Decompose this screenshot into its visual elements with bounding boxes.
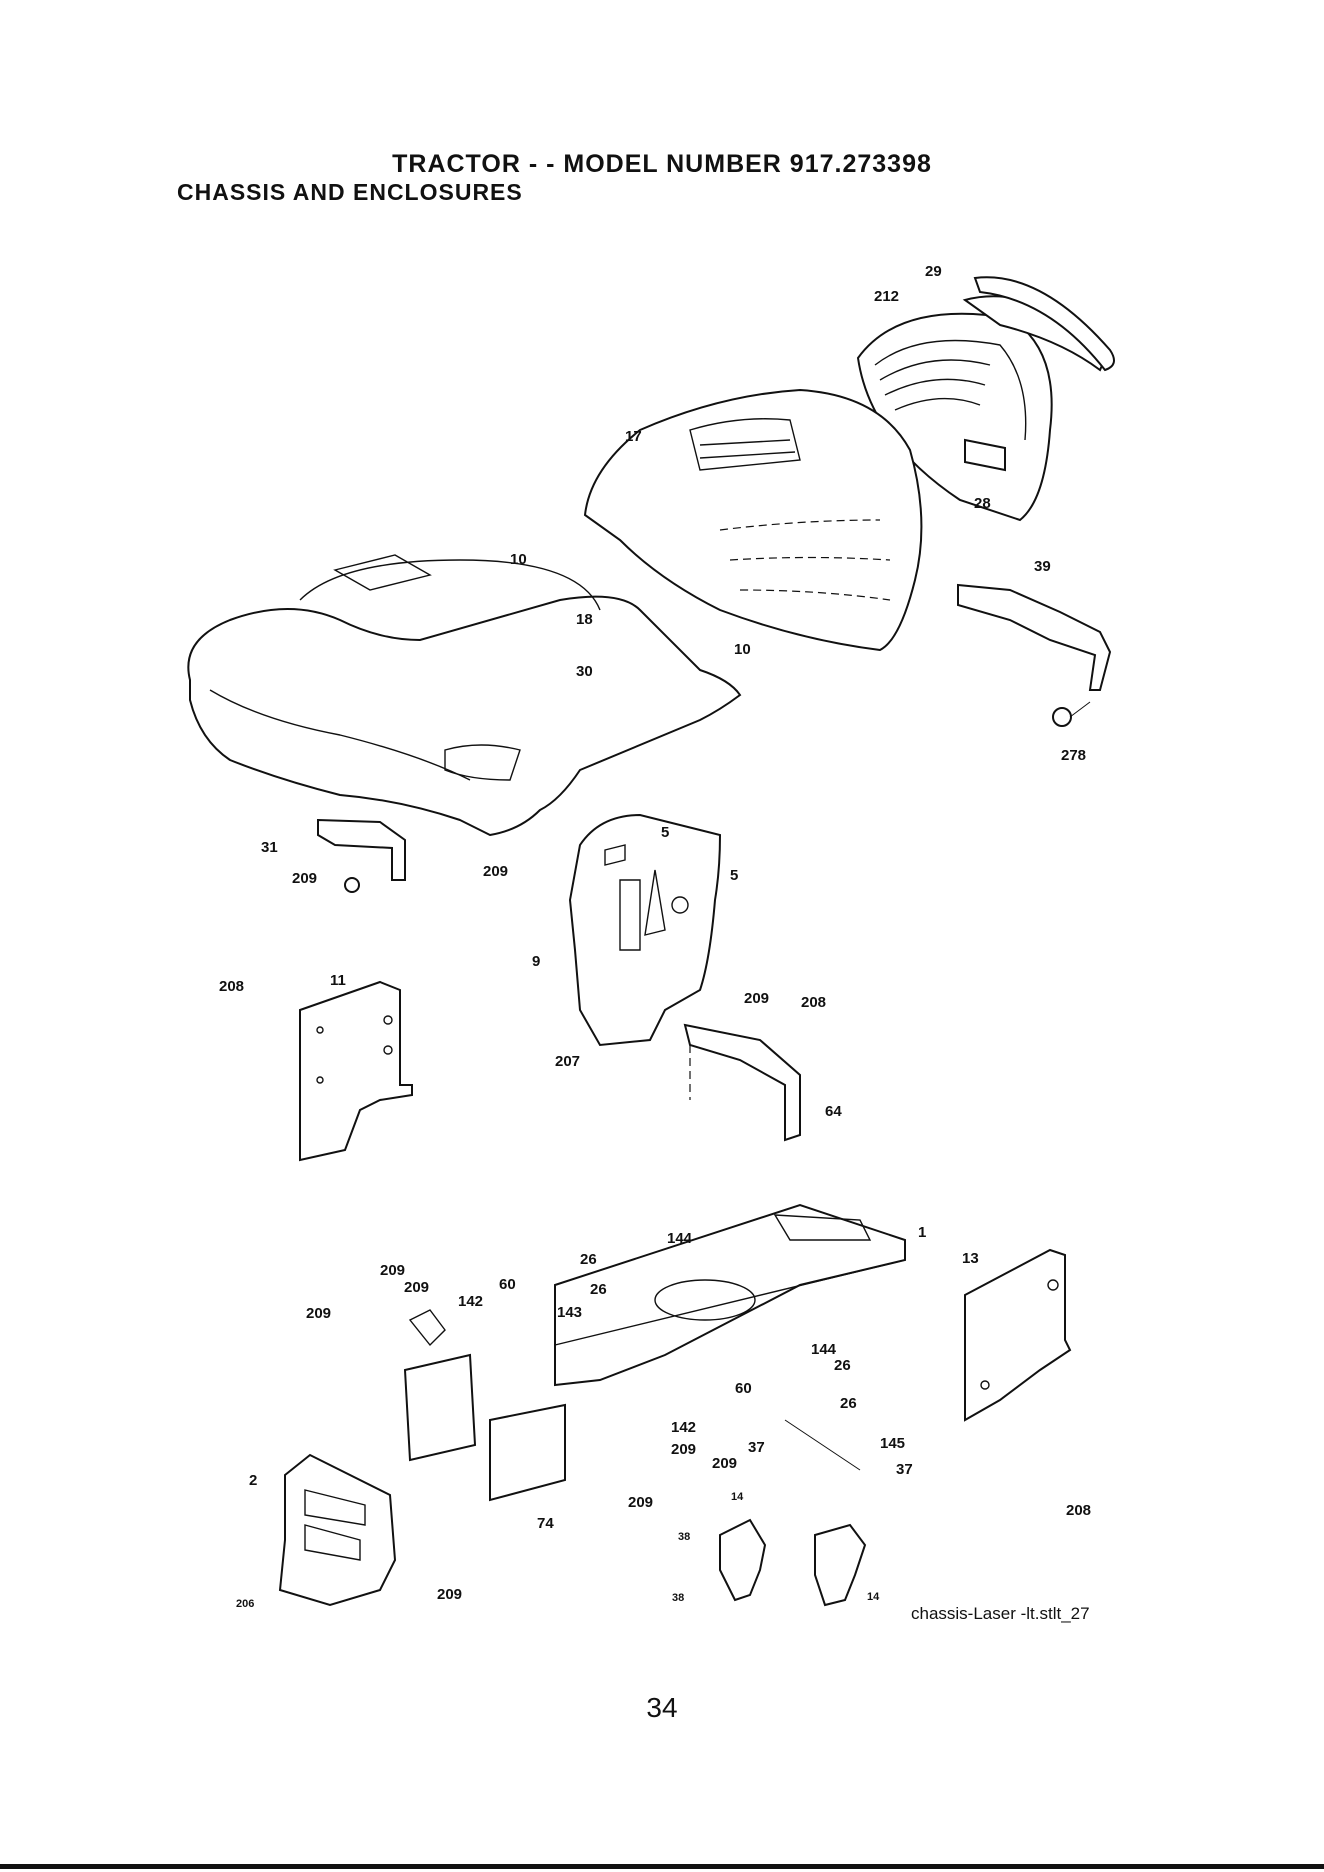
callout-18: 18 <box>576 611 593 628</box>
callout-209: 209 <box>483 863 508 880</box>
callout-31: 31 <box>261 839 278 856</box>
callout-17: 17 <box>625 428 642 445</box>
callout-144: 144 <box>811 1341 837 1358</box>
callout-209: 209 <box>292 870 317 887</box>
callout-9: 9 <box>532 953 540 970</box>
dash-bracket <box>958 585 1110 726</box>
callout-39: 39 <box>1034 558 1051 575</box>
callout-14: 14 <box>867 1591 880 1603</box>
callout-14: 14 <box>731 1491 744 1503</box>
callout-38: 38 <box>678 1531 690 1543</box>
left-side-panel <box>300 982 412 1160</box>
callout-10: 10 <box>510 551 527 568</box>
callout-209: 209 <box>671 1441 696 1458</box>
callout-2: 2 <box>249 1472 257 1489</box>
callout-209: 209 <box>380 1262 405 1279</box>
callout-29: 29 <box>925 263 942 280</box>
callout-38: 38 <box>672 1592 684 1604</box>
callout-209: 209 <box>628 1494 653 1511</box>
bottom-rule <box>0 1864 1324 1869</box>
callout-60: 60 <box>499 1276 516 1293</box>
callout-11: 11 <box>330 972 346 989</box>
seat-bracket <box>318 820 405 892</box>
fender-body <box>188 555 740 835</box>
frame-side-plates <box>405 1310 565 1500</box>
callout-26: 26 <box>580 1251 597 1268</box>
front-bracket <box>280 1455 395 1605</box>
callout-208: 208 <box>801 994 826 1011</box>
callout-206: 206 <box>236 1598 254 1610</box>
callout-28: 28 <box>974 495 991 512</box>
callout-209: 209 <box>712 1455 737 1472</box>
callout-208: 208 <box>1066 1502 1091 1519</box>
right-side-panel <box>965 1250 1070 1420</box>
pedal-brackets <box>720 1520 865 1605</box>
callout-278: 278 <box>1061 747 1086 764</box>
callout-145: 145 <box>880 1435 905 1452</box>
callout-208: 208 <box>219 978 244 995</box>
callout-209: 209 <box>306 1305 331 1322</box>
callout-64: 64 <box>825 1103 842 1120</box>
callout-209: 209 <box>437 1586 462 1603</box>
callout-5: 5 <box>730 867 738 884</box>
callout-207: 207 <box>555 1053 580 1070</box>
callout-10: 10 <box>734 641 751 658</box>
callout-142: 142 <box>671 1419 696 1436</box>
callout-209: 209 <box>404 1279 429 1296</box>
callout-1: 1 <box>918 1224 926 1241</box>
callout-26: 26 <box>590 1281 607 1298</box>
callout-37: 37 <box>896 1461 913 1478</box>
floor-plate <box>685 1025 800 1140</box>
callout-5: 5 <box>661 824 669 841</box>
callout-212: 212 <box>874 288 899 305</box>
drawing-id: chassis-Laser -lt.stlt_27 <box>911 1604 1090 1624</box>
callout-26: 26 <box>840 1395 857 1412</box>
dash-panel <box>570 815 720 1045</box>
main-frame <box>555 1205 905 1385</box>
callout-144: 144 <box>667 1230 693 1247</box>
callout-26: 26 <box>834 1357 851 1374</box>
callout-13: 13 <box>962 1250 979 1267</box>
callout-74: 74 <box>537 1515 554 1532</box>
callout-143: 143 <box>557 1304 582 1321</box>
callout-209: 209 <box>744 990 769 1007</box>
page-number: 34 <box>0 1692 1324 1724</box>
callout-30: 30 <box>576 663 593 680</box>
linkage-rod <box>785 1420 860 1470</box>
callout-60: 60 <box>735 1380 752 1397</box>
callout-142: 142 <box>458 1293 483 1310</box>
callout-37: 37 <box>748 1439 765 1456</box>
